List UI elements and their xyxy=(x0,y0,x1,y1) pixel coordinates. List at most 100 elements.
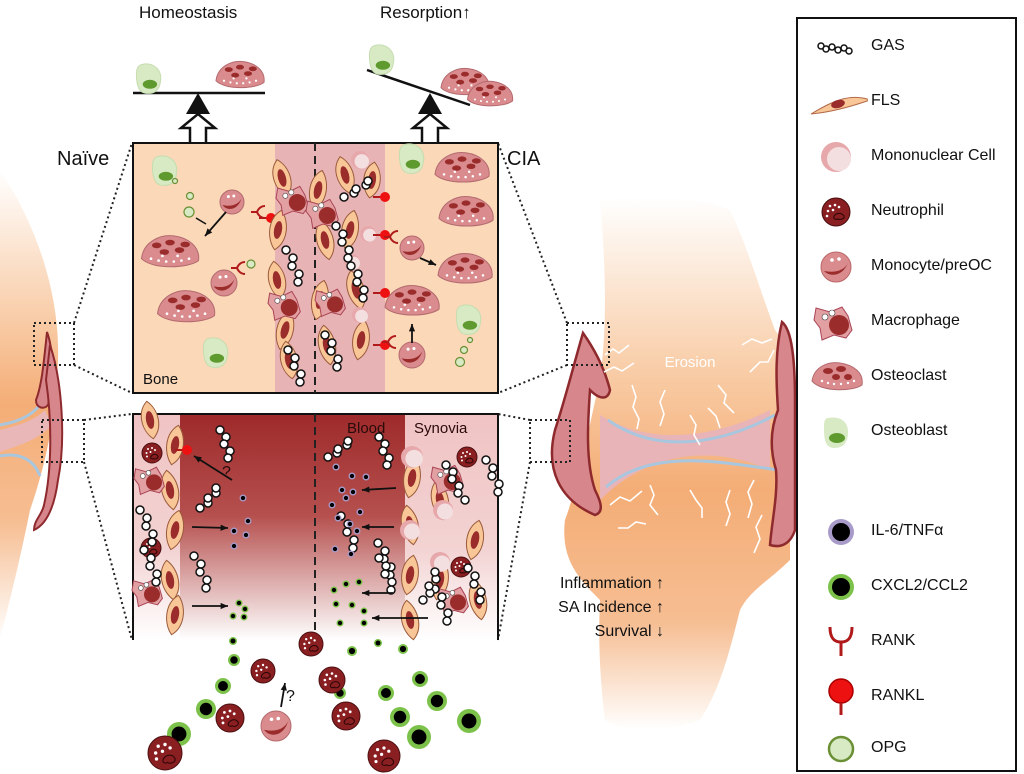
cxcl2-ccl2-icon xyxy=(360,607,368,615)
balance-beam-tilted xyxy=(366,68,471,107)
fls-cell-icon xyxy=(403,457,421,499)
legend-item-mononuclear: Mononuclear Cell xyxy=(798,137,1015,177)
arrow-icon xyxy=(408,324,416,343)
cxcl2-ccl2-icon xyxy=(332,600,340,608)
macrophage-icon xyxy=(275,185,309,217)
opg-icon xyxy=(827,735,855,763)
fls-cell-icon xyxy=(267,260,287,300)
opg-icon xyxy=(459,345,469,355)
legend-item-rankl: RANKL xyxy=(798,677,1015,717)
arrow-icon xyxy=(193,455,233,481)
arrow-icon xyxy=(372,614,428,622)
fls-cell-icon xyxy=(465,519,485,561)
fls-cell-icon xyxy=(401,554,419,596)
fls-cell-icon xyxy=(400,599,420,641)
fls-cell-icon xyxy=(275,310,295,350)
neutrophil-icon xyxy=(456,446,478,468)
neutrophil-icon xyxy=(821,197,851,227)
cxcl2-ccl2-icon xyxy=(427,691,447,711)
il6-tnfa-icon xyxy=(338,486,346,494)
mononuclear-cell-icon xyxy=(360,226,376,242)
gas-chain-icon xyxy=(817,42,853,55)
macrophage-icon xyxy=(314,288,346,318)
rank-receptor-icon xyxy=(382,335,397,349)
legend-item-osteoclast: Osteoclast xyxy=(798,357,1015,397)
gas-chain-icon xyxy=(346,261,369,303)
osteoclast-icon xyxy=(438,196,494,227)
up-arrow-icon: ↑ xyxy=(656,599,664,616)
outcome-sa-incidence: SA Incidence ↑ xyxy=(558,599,664,616)
cia-synovium xyxy=(600,410,770,500)
legend-item-opg: OPG xyxy=(798,729,1015,769)
macrophage-icon xyxy=(305,198,339,230)
cell-layer xyxy=(131,44,514,773)
gas-chain-icon xyxy=(139,545,162,587)
il6-tnfa-icon xyxy=(334,514,342,522)
osteoblast-icon xyxy=(135,63,162,94)
il6-tnfa-icon xyxy=(346,520,354,528)
osteoclast-icon xyxy=(384,285,440,316)
cartilage-line xyxy=(605,459,779,489)
neutrophil-icon xyxy=(141,442,163,464)
rankl-ligand-icon xyxy=(373,192,390,202)
osteoblast-icon xyxy=(368,44,395,75)
osteoclast-icon xyxy=(156,290,216,323)
il6-tnfa-icon xyxy=(348,472,356,480)
cxcl2-ccl2-icon xyxy=(355,578,363,586)
cxcl2-ccl2-icon xyxy=(229,637,237,645)
osteoclast-icon xyxy=(811,362,863,391)
cia-joint: Erosion xyxy=(497,142,797,730)
cxcl2-ccl2-icon xyxy=(374,639,382,647)
zoom-box-bone-cia xyxy=(566,322,610,366)
cxcl2-ccl2-icon xyxy=(412,671,428,687)
fls-cell-icon xyxy=(315,219,335,261)
cxcl2-ccl2-icon xyxy=(342,580,350,588)
il6-tnfa-icon xyxy=(230,542,238,550)
gas-chain-icon xyxy=(481,455,504,497)
up-arrow-icon xyxy=(177,112,219,150)
inhibition-line xyxy=(195,217,207,225)
neutrophil-icon xyxy=(367,739,401,773)
opg-icon xyxy=(466,336,474,344)
erosion-cracks xyxy=(603,338,775,554)
mononuclear-cell-icon xyxy=(430,552,450,572)
osteoclast-icon xyxy=(437,253,493,284)
neutrophil-icon xyxy=(331,701,361,731)
macrophage-icon xyxy=(133,466,165,496)
fls-cell-icon xyxy=(160,469,180,511)
gas-chain-icon xyxy=(418,567,441,605)
osteoclast-icon xyxy=(466,80,514,107)
cxcl2-ccl2-icon xyxy=(407,725,431,749)
naive-synovium xyxy=(0,410,52,452)
il6-tnfa-icon xyxy=(332,463,340,471)
osteoblast-icon xyxy=(455,304,482,335)
rank-receptor-icon xyxy=(251,205,266,219)
il6-tnfa-icon xyxy=(230,527,238,535)
rankl-ligand-icon xyxy=(828,678,854,715)
il6-tnfa-icon xyxy=(331,545,339,553)
monocyte-icon xyxy=(260,710,292,742)
mononuclear-cell-icon xyxy=(821,142,851,172)
arrow-icon xyxy=(419,257,437,266)
osteoclast-icon xyxy=(215,60,265,89)
homeostasis-balance xyxy=(133,91,265,150)
rank-receptor-icon xyxy=(384,230,399,244)
gas-chain-icon xyxy=(320,330,343,372)
arrow-icon xyxy=(192,602,228,610)
opg-icon xyxy=(454,356,466,368)
legend-item-macrophage: Macrophage xyxy=(798,302,1015,342)
gas-chain-icon xyxy=(135,505,158,547)
il6-tnfa-icon xyxy=(349,488,357,496)
cxcl2-ccl2-icon xyxy=(215,678,231,694)
gas-chain-icon xyxy=(441,460,470,505)
resorption-balance xyxy=(366,68,471,150)
fulcrum-icon xyxy=(186,93,210,114)
fls-cell-icon xyxy=(269,209,287,251)
resorption-text: Resorption xyxy=(380,3,463,22)
cartilage-line xyxy=(607,413,776,444)
rank-receptor-icon xyxy=(828,626,854,656)
rankl-ligand-icon xyxy=(373,288,390,298)
fls-cell-icon xyxy=(165,509,185,551)
legend-item-neutrophil: Neutrophil xyxy=(798,192,1015,232)
up-arrow-icon: ↑ xyxy=(656,575,664,592)
